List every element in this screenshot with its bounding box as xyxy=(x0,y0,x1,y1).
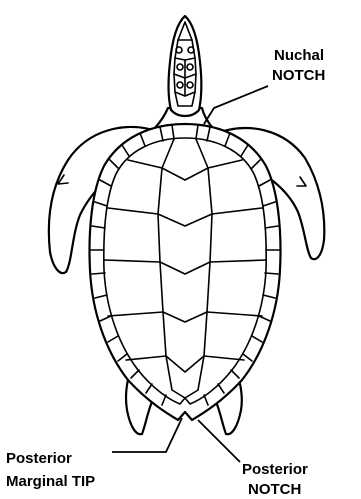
nuchal-notch-label-line2: NOTCH xyxy=(272,67,325,84)
posterior-notch-label-line2: NOTCH xyxy=(248,481,301,498)
posterior-marginal-tip-leader xyxy=(112,418,182,452)
nuchal-notch-leader xyxy=(204,86,268,124)
posterior-marginal-tip-label-line1: Posterior xyxy=(6,450,72,467)
posterior-notch-label-line1: Posterior xyxy=(242,461,308,478)
posterior-marginal-tip-label-line2: Marginal TIP xyxy=(6,473,95,490)
nuchal-notch-label-line1: Nuchal xyxy=(274,47,324,64)
